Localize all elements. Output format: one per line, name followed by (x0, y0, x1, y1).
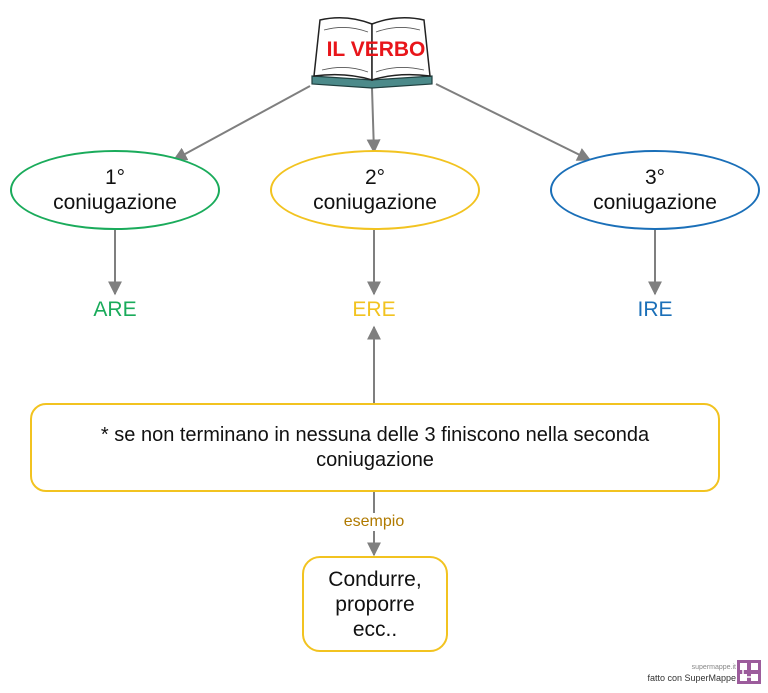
node-2-label: coniugazione (313, 191, 437, 214)
book-icon (311, 17, 433, 89)
node-3-number: 3° (644, 166, 666, 189)
node-2-number: 2° (364, 166, 386, 189)
footer-credit[interactable]: supermappe.it fatto con SuperMappe (628, 662, 736, 684)
ending-are[interactable]: ARE (93, 298, 137, 321)
footer-site: supermappe.it (691, 664, 736, 671)
map-title: IL VERBO (326, 38, 426, 61)
arrow-book-c1 (172, 85, 311, 161)
node-1-number: 1° (104, 166, 126, 189)
arrow-book-c3 (435, 83, 592, 161)
node-2-coniugazione[interactable]: 2° coniugazione (270, 150, 480, 230)
supermappe-logo-icon (737, 660, 761, 684)
note-node[interactable]: * se non terminano in nessuna delle 3 fi… (30, 403, 720, 492)
node-1-coniugazione[interactable]: 1° coniugazione (10, 150, 220, 230)
node-3-label: coniugazione (593, 191, 717, 214)
footer-text: fatto con SuperMappe (647, 673, 736, 683)
example-node[interactable]: Condurre, proporre ecc.. (302, 556, 448, 652)
node-3-coniugazione[interactable]: 3° coniugazione (550, 150, 760, 230)
link-label-esempio: esempio (326, 513, 422, 531)
node-1-label: coniugazione (53, 191, 177, 214)
ending-ere[interactable]: ERE (352, 298, 396, 321)
arrow-book-c2 (366, 87, 381, 154)
ending-ire[interactable]: IRE (637, 298, 673, 321)
